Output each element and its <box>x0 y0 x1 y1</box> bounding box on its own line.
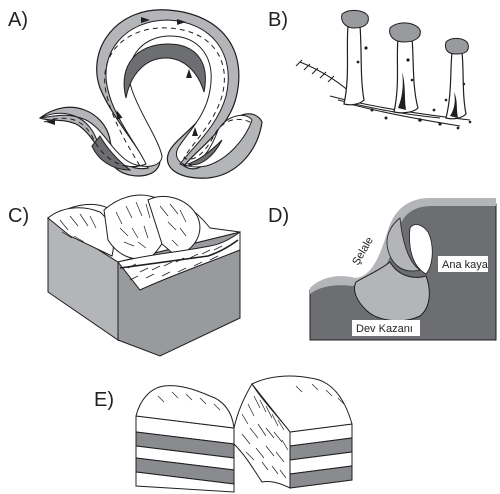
pothole-label: Dev Kazanı <box>356 323 413 335</box>
panel-c: C) <box>8 195 240 356</box>
flow-arrow-4 <box>186 69 192 78</box>
panel-d: D) Şelale Ana kaya Dev Kazanı <box>268 198 496 340</box>
hoodoo-cap-1 <box>342 10 369 28</box>
point-bar-left <box>92 136 130 170</box>
waterfall-label: Şelale <box>350 235 376 267</box>
hoodoo-column-2 <box>394 38 418 113</box>
bedrock-label: Ana kaya <box>442 259 489 271</box>
panel-a-label: A) <box>8 9 28 31</box>
hoodoo-cap-2 <box>390 23 421 42</box>
panel-d-label: D) <box>268 205 289 227</box>
ground-slope <box>296 60 470 126</box>
panel-c-label: C) <box>8 205 29 227</box>
panel-e-label: E) <box>94 389 114 411</box>
panel-b-label: B) <box>268 9 288 31</box>
panel-b: B) <box>268 9 471 129</box>
panel-e: E) <box>94 376 352 492</box>
hoodoo-column-1 <box>344 26 364 105</box>
hoodoo-cap-3 <box>445 38 468 54</box>
panel-a: A) <box>8 9 262 178</box>
